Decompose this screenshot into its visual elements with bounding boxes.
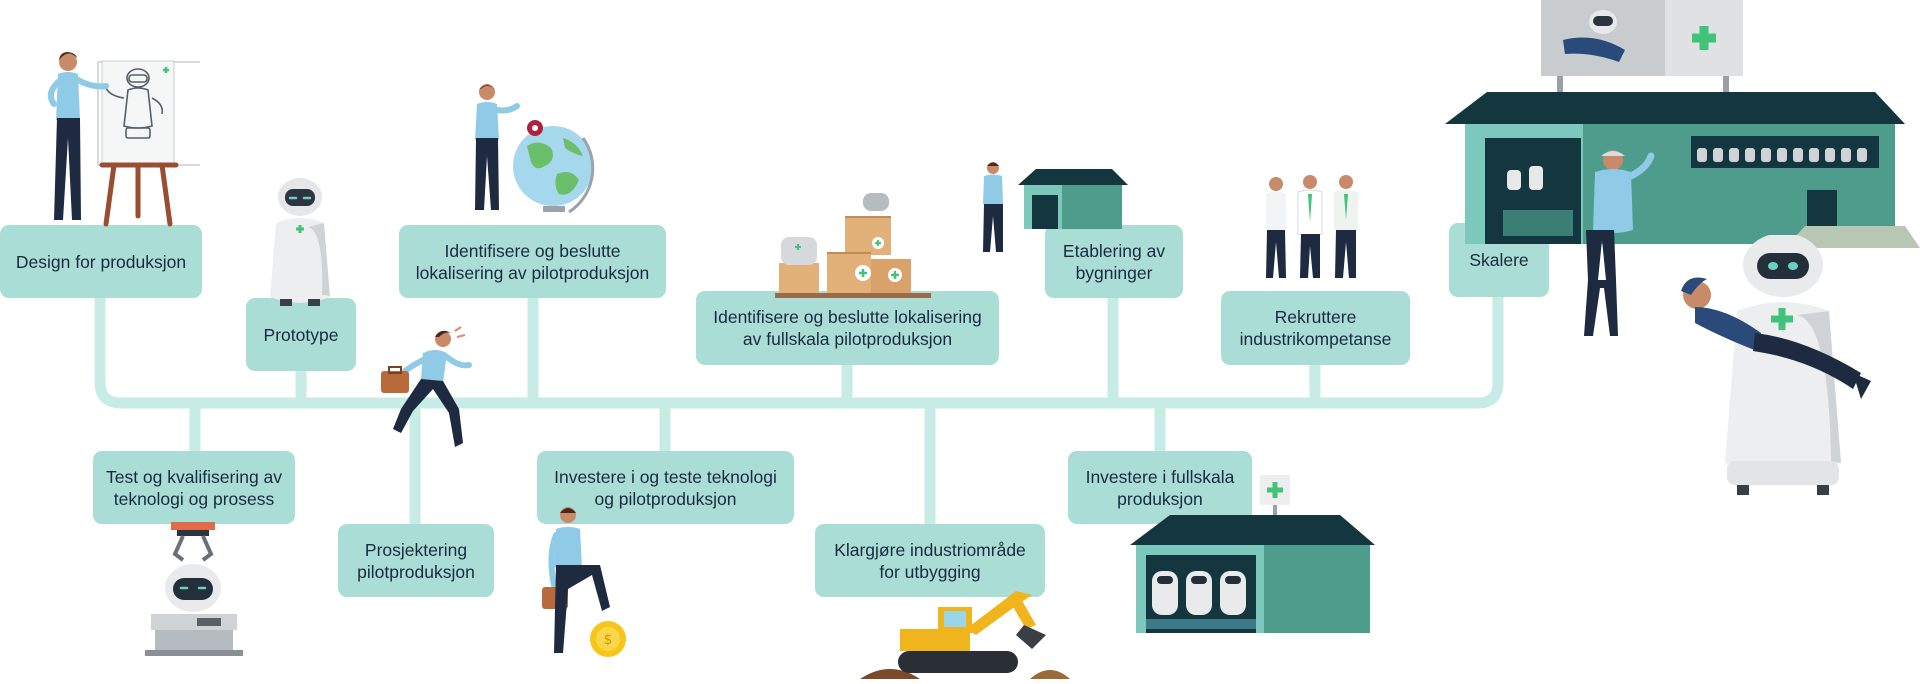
- step-invest-test-technology: Investere i og teste teknologi og pilotp…: [537, 451, 794, 524]
- person-phone-icon: [983, 162, 1003, 252]
- step-establish-buildings: Etablering av bygninger: [1045, 225, 1183, 298]
- robot-carrying-patient-icon: [1681, 235, 1871, 495]
- running-person-briefcase-icon: [381, 326, 472, 447]
- step-recruit-competence: Rekruttere industrikompetanse: [1221, 291, 1410, 365]
- presenter-easel-robot-icon: [47, 52, 200, 227]
- person-coin-briefcase-icon: $: [542, 507, 626, 657]
- step-invest-fullscale: Investere i fullskala produksjon: [1068, 451, 1252, 524]
- step-identify-pilot-location: Identifisere og beslutte lokalisering av…: [399, 225, 666, 298]
- svg-text:$: $: [604, 632, 613, 648]
- person-globe-location-icon: [475, 84, 595, 214]
- step-test-qualification: Test og kvalifisering av teknologi og pr…: [93, 451, 295, 524]
- step-design-for-production: Design for produksjon: [0, 225, 202, 298]
- factory-worker-icon: [1584, 230, 1618, 336]
- step-prototype: Prototype: [246, 298, 356, 371]
- prototype-robot-icon: [270, 178, 330, 306]
- robot-warehouse-icon: [1130, 475, 1375, 633]
- robot-test-rig-icon: [145, 522, 243, 656]
- small-warehouse-icon: [1018, 169, 1128, 229]
- boxes-robot-parts-icon: [775, 193, 931, 298]
- step-project-pilot: Prosjektering pilotproduksjon: [338, 524, 494, 597]
- excavator-icon: [860, 591, 1070, 679]
- step-identify-fullscale-location: Identifisere og beslutte lokalisering av…: [696, 291, 999, 365]
- three-workers-icon: [1266, 175, 1358, 278]
- factory-hospital-icon: [1445, 0, 1920, 248]
- step-prepare-industrial-area: Klargjøre industriområde for utbygging: [815, 524, 1045, 597]
